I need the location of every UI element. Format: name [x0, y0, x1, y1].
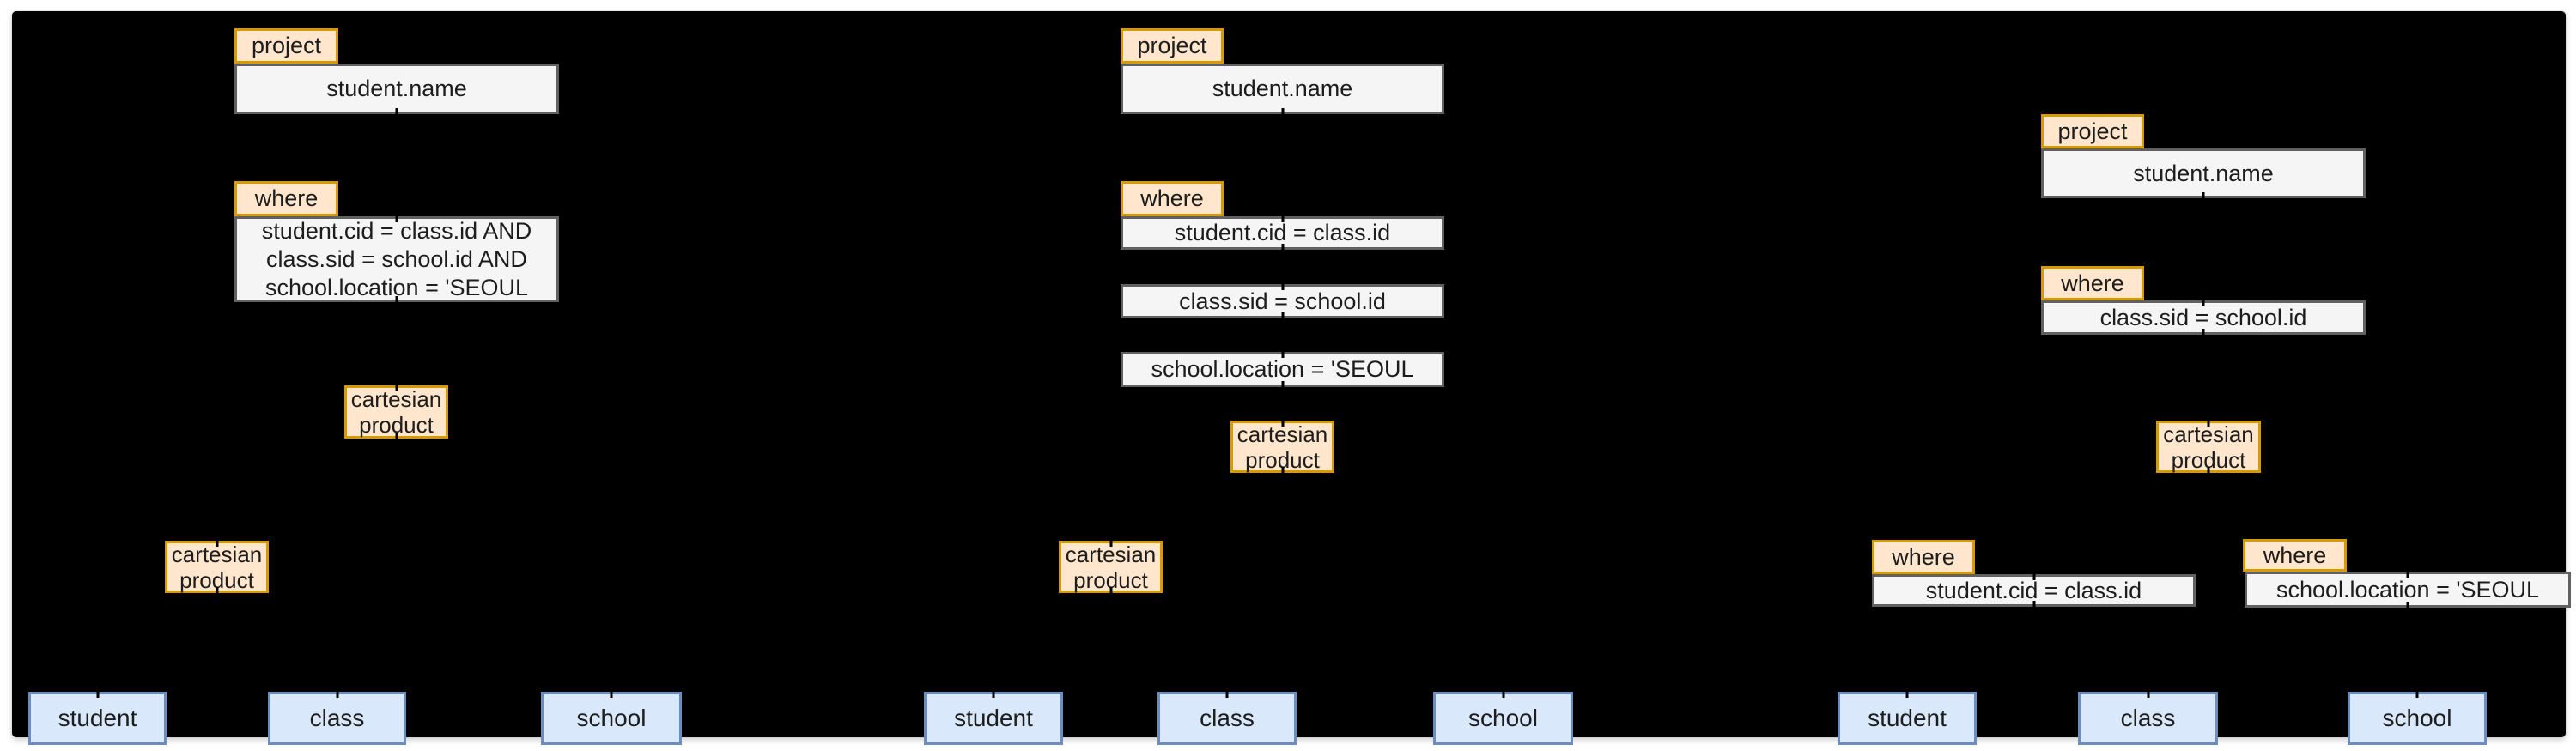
tree2-where-condition-box-3: school.location = 'SEOUL: [1121, 352, 1444, 387]
tree2-table-class: class: [1157, 692, 1297, 745]
tree2-cartesian-product-lower: cartesian product: [1059, 541, 1163, 593]
tree1-where-conditions-box: student.cid = class.id AND class.sid = s…: [234, 216, 559, 302]
tree3-table-class: class: [2078, 692, 2218, 745]
tree3-project-value-box: student.name: [2041, 148, 2366, 198]
tree3-right-where-label: where: [2243, 539, 2347, 572]
tree3-right-where-condition-box: school.location = 'SEOUL: [2245, 572, 2571, 608]
tree2-table-school: school: [1433, 692, 1573, 745]
tree1-cartesian-product-upper: cartesian product: [344, 385, 448, 439]
tree1-table-class: class: [268, 692, 406, 745]
tree3-left-where-condition-box: student.cid = class.id: [1872, 574, 2196, 607]
tree1-project-label: project: [234, 28, 338, 64]
tree1-table-school: school: [541, 692, 682, 745]
tree3-top-where-label: where: [2041, 266, 2144, 300]
tree1-cartesian-product-lower: cartesian product: [165, 541, 269, 593]
tree3-left-where-label: where: [1872, 540, 1975, 574]
tree2-cartesian-product-upper: cartesian product: [1230, 421, 1334, 473]
tree1-where-condition-3: school.location = 'SEOUL: [264, 274, 529, 300]
tree3-project-label: project: [2041, 114, 2144, 148]
tree2-where-label: where: [1121, 181, 1224, 216]
tree2-project-value-box: student.name: [1121, 64, 1444, 114]
tree3-cartesian-product: cartesian product: [2156, 421, 2261, 473]
diagram-canvas: project student.name where student.cid =…: [12, 11, 2571, 745]
tree2-where-condition-box-2: class.sid = school.id: [1121, 284, 1444, 318]
tree1-project-value-box: student.name: [234, 64, 559, 114]
tree2-project-label: project: [1121, 28, 1224, 64]
tree1-where-condition-2: class.sid = school.id AND: [266, 245, 527, 272]
tree3-top-where-condition-box: class.sid = school.id: [2041, 300, 2366, 335]
tree2-where-condition-box-1: student.cid = class.id: [1121, 216, 1444, 250]
tree1-table-student: student: [28, 692, 167, 745]
tree1-where-condition-1: student.cid = class.id AND: [261, 217, 532, 244]
tree2-table-student: student: [924, 692, 1063, 745]
tree1-where-label: where: [234, 181, 338, 216]
tree3-table-student: student: [1838, 692, 1977, 745]
tree3-table-school: school: [2348, 692, 2487, 745]
